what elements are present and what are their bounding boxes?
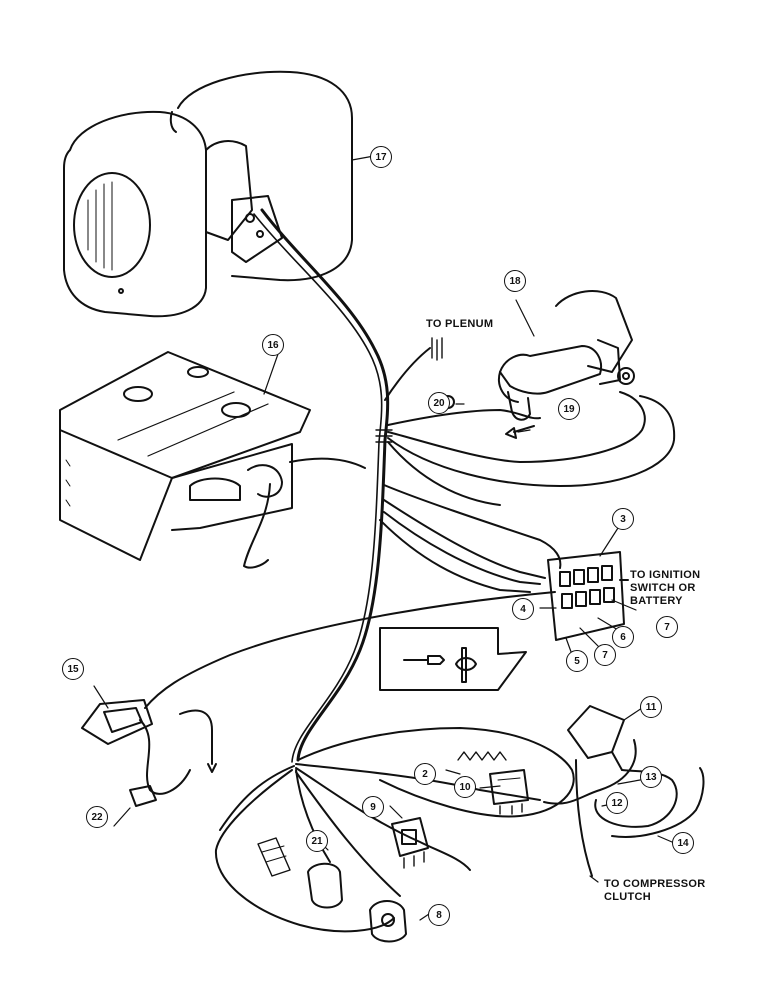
callout-7b: 7: [594, 644, 616, 666]
callout-20: 20: [428, 392, 450, 414]
callout-5: 5: [566, 650, 588, 672]
label-to-plenum: TO PLENUM: [426, 318, 494, 330]
fuse-block: [547, 551, 629, 641]
callout-14: 14: [672, 832, 694, 854]
callout-16: 16: [262, 334, 284, 356]
label-to-compressor: TO COMPRESSOR CLUTCH: [604, 878, 706, 904]
callout-2: 2: [414, 763, 436, 785]
label-line: SWITCH OR: [630, 582, 696, 594]
blower-assembly: [63, 70, 353, 318]
callout-3: 3: [612, 508, 634, 530]
callout-4: 4: [512, 598, 534, 620]
resistor-and-switch: [457, 751, 529, 815]
label-line: TO COMPRESSOR: [604, 878, 706, 890]
callout-17: 17: [370, 146, 392, 168]
callout-15: 15: [62, 658, 84, 680]
label-line: TO IGNITION: [630, 569, 701, 581]
callout-9: 9: [362, 796, 384, 818]
thermostat-switch: [391, 817, 429, 869]
callout-13: 13: [640, 766, 662, 788]
label-to-ignition: TO IGNITION SWITCH OR BATTERY: [630, 569, 700, 608]
callout-12: 12: [606, 792, 628, 814]
callout-18: 18: [504, 270, 526, 292]
callout-22: 22: [86, 806, 108, 828]
callout-11: 11: [640, 696, 662, 718]
callout-19: 19: [558, 398, 580, 420]
actuator-assembly: [441, 290, 635, 439]
callout-21: 21: [306, 830, 328, 852]
heater-box: [59, 351, 366, 569]
callout-6: 6: [612, 626, 634, 648]
callout-7a: 7: [656, 616, 678, 638]
blower-switch: [81, 699, 217, 807]
callout-8: 8: [428, 904, 450, 926]
callout-10: 10: [454, 776, 476, 798]
label-line: BATTERY: [630, 595, 683, 607]
connector-detail-inset: [379, 627, 527, 691]
main-harness: [253, 208, 390, 763]
label-line: CLUTCH: [604, 891, 652, 903]
